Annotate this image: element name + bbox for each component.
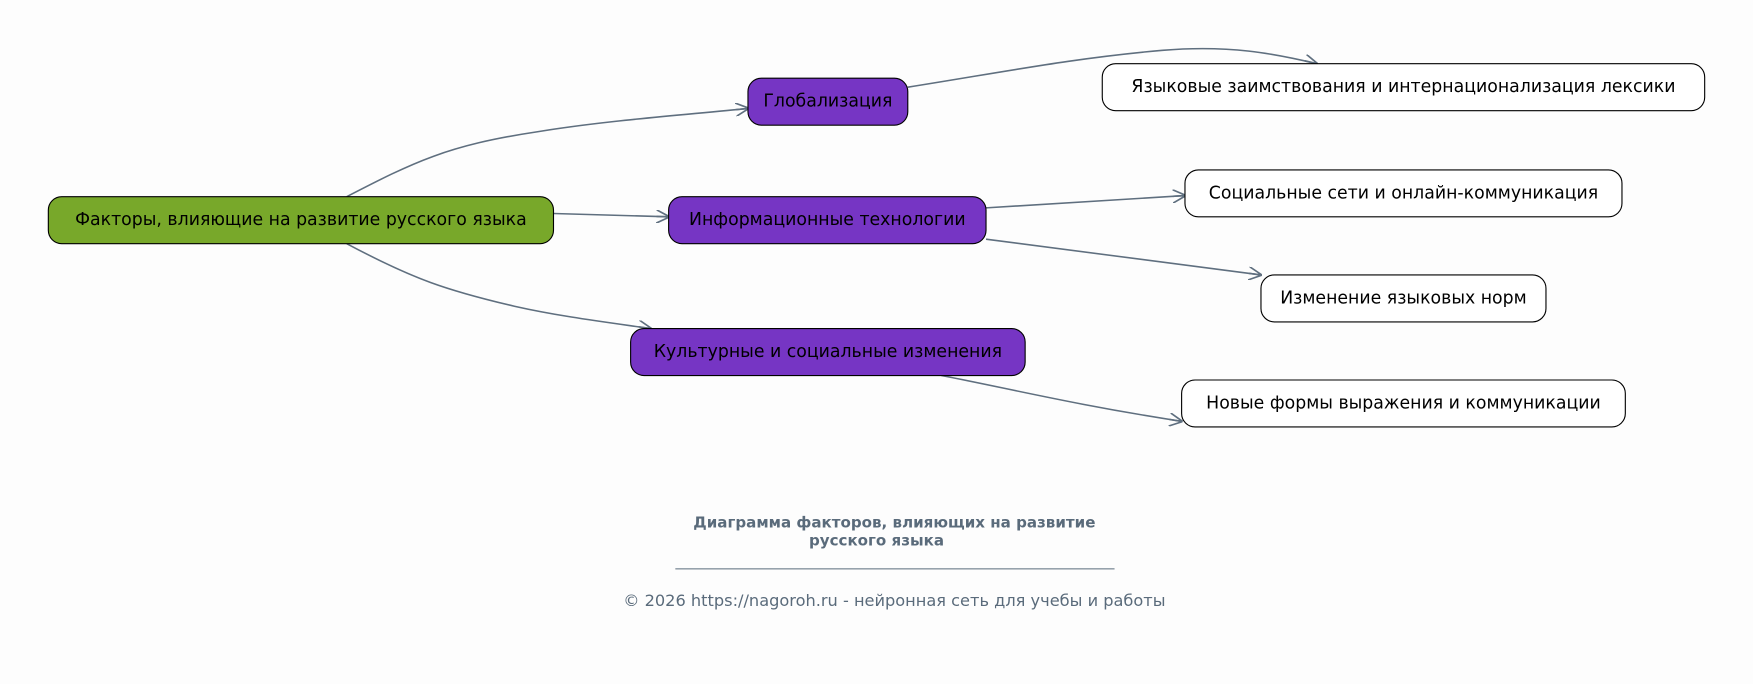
node-root[interactable]: Факторы, влияющие на развитие русского я… [47, 196, 555, 245]
caption-title-line1: Диаграмма факторов, влияющих на развитие [693, 514, 1095, 532]
node-globalization-label: Глобализация [763, 92, 892, 112]
caption-title-line2: русского языка [809, 531, 944, 549]
node-globalization[interactable]: Глобализация [747, 77, 909, 126]
edge-root-globalization [346, 108, 748, 198]
node-culture-label: Культурные и социальные изменения [654, 342, 1002, 362]
edges [346, 47, 1317, 422]
node-it[interactable]: Информационные технологии [668, 196, 987, 245]
edge-globalization-borrowings [907, 47, 1317, 88]
edge-root-culture [346, 242, 651, 329]
node-root-label: Факторы, влияющие на развитие русского я… [75, 210, 527, 230]
node-borrowings-label: Языковые заимствования и интернационализ… [1131, 77, 1675, 97]
edge-it-norms [985, 238, 1261, 275]
node-borrowings[interactable]: Языковые заимствования и интернационализ… [1101, 63, 1706, 112]
edge-it-social [985, 196, 1185, 209]
node-social-networks[interactable]: Социальные сети и онлайн-коммуникация [1184, 169, 1623, 218]
node-it-label: Информационные технологии [689, 210, 966, 230]
edge-culture-newforms [941, 374, 1181, 422]
node-social-networks-label: Социальные сети и онлайн-коммуникация [1209, 183, 1598, 203]
node-new-forms-label: Новые формы выражения и коммуникации [1206, 393, 1601, 413]
edge-root-it [553, 213, 669, 216]
node-new-forms[interactable]: Новые формы выражения и коммуникации [1181, 379, 1626, 428]
caption-footer: © 2026 https://nagoroh.ru - нейронная се… [623, 591, 1165, 610]
node-norms[interactable]: Изменение языковых норм [1260, 274, 1547, 323]
node-norms-label: Изменение языковых норм [1280, 288, 1526, 308]
node-culture[interactable]: Культурные и социальные изменения [630, 328, 1026, 377]
